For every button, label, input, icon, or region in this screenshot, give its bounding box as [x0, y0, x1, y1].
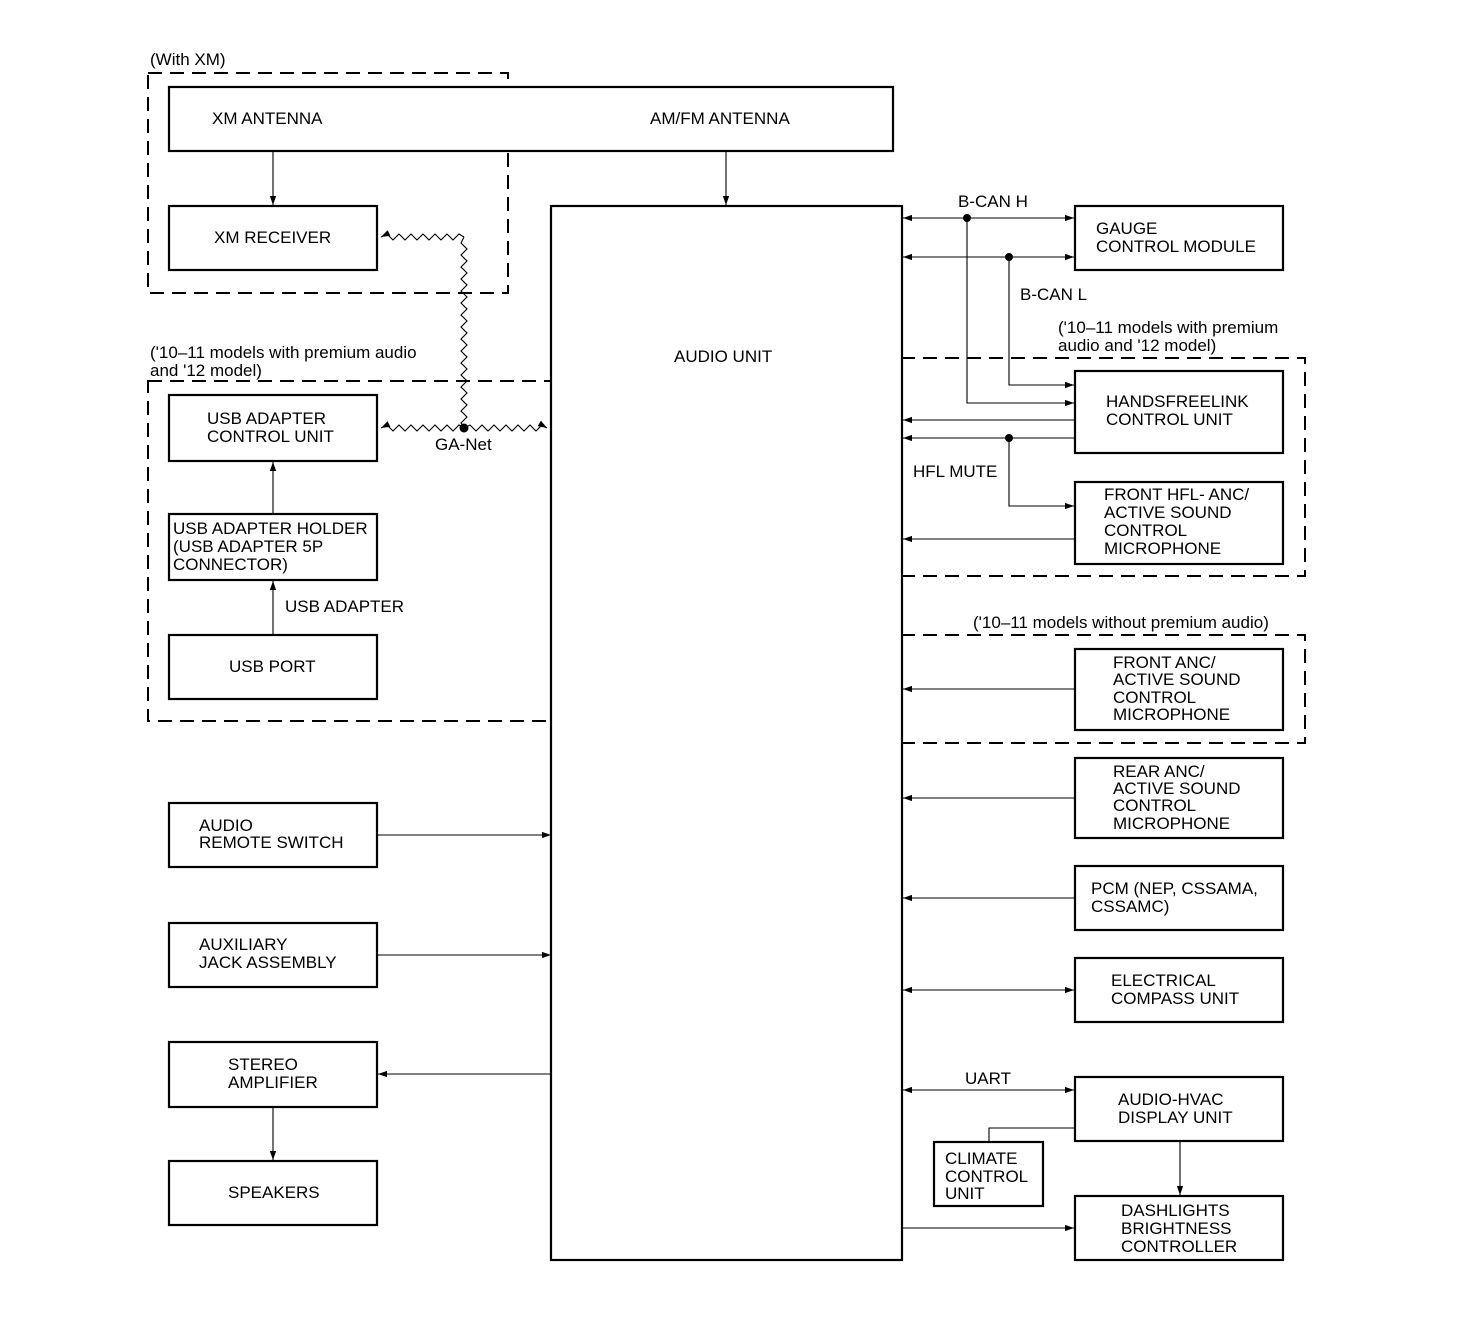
block-usb-adapter-holder: USB ADAPTER HOLDER (USB ADAPTER 5P CONNE…	[167, 512, 379, 582]
svg-text:COMPASS UNIT: COMPASS UNIT	[1111, 989, 1239, 1008]
block-climate-control-unit: CLIMATE CONTROL UNIT	[932, 1140, 1045, 1208]
svg-text:ACTIVE SOUND: ACTIVE SOUND	[1113, 670, 1241, 689]
block-gauge-control-module: GAUGE CONTROL MODULE	[1073, 204, 1285, 272]
block-audio-hvac-display-unit: AUDIO-HVAC DISPLAY UNIT	[1073, 1075, 1285, 1143]
region-label-premium-left-line2: and '12 model)	[150, 361, 262, 380]
svg-text:JACK ASSEMBLY: JACK ASSEMBLY	[199, 953, 337, 972]
svg-text:MICROPHONE: MICROPHONE	[1113, 705, 1230, 724]
signal-label-b-can-l: B-CAN L	[1020, 285, 1087, 304]
svg-text:CONTROL: CONTROL	[1113, 688, 1196, 707]
block-stereo-amplifier: STEREO AMPLIFIER	[167, 1040, 379, 1109]
svg-text:REAR ANC/: REAR ANC/	[1113, 762, 1205, 781]
svg-text:PCM (NEP, CSSAMA,: PCM (NEP, CSSAMA,	[1091, 879, 1258, 898]
block-electrical-compass-unit: ELECTRICAL COMPASS UNIT	[1073, 956, 1285, 1024]
svg-text:CONTROLLER: CONTROLLER	[1121, 1237, 1237, 1256]
svg-text:AUXILIARY: AUXILIARY	[199, 935, 288, 954]
svg-text:CSSAMC): CSSAMC)	[1091, 897, 1169, 916]
block-front-anc-microphone: FRONT ANC/ ACTIVE SOUND CONTROL MICROPHO…	[1073, 647, 1285, 732]
svg-text:CONTROL: CONTROL	[945, 1167, 1028, 1186]
svg-text:USB ADAPTER HOLDER: USB ADAPTER HOLDER	[173, 519, 368, 538]
block-dashlights-brightness-controller: DASHLIGHTS BRIGHTNESS CONTROLLER	[1073, 1194, 1285, 1262]
region-label-premium-left-line1: ('10–11 models with premium audio	[150, 343, 417, 362]
svg-text:BRIGHTNESS: BRIGHTNESS	[1121, 1219, 1232, 1238]
region-premium-audio-left: ('10–11 models with premium audio and '1…	[147, 343, 574, 722]
block-pcm: PCM (NEP, CSSAMA, CSSAMC)	[1073, 864, 1285, 932]
svg-text:SPEAKERS: SPEAKERS	[228, 1183, 320, 1202]
svg-text:AUDIO-HVAC: AUDIO-HVAC	[1118, 1090, 1223, 1109]
am-fm-antenna-label: AM/FM ANTENNA	[650, 109, 790, 128]
connections	[269, 152, 1184, 1232]
svg-text:USB PORT: USB PORT	[229, 657, 316, 676]
svg-text:FRONT ANC/: FRONT ANC/	[1113, 653, 1216, 672]
svg-text:CONTROL: CONTROL	[1113, 796, 1196, 815]
svg-text:CONTROL UNIT: CONTROL UNIT	[1106, 410, 1233, 429]
svg-text:AUDIO: AUDIO	[199, 816, 253, 835]
svg-text:DISPLAY UNIT: DISPLAY UNIT	[1118, 1108, 1233, 1127]
block-speakers: SPEAKERS	[167, 1159, 379, 1227]
signal-label-uart: UART	[965, 1069, 1011, 1088]
svg-text:ACTIVE SOUND: ACTIVE SOUND	[1104, 503, 1232, 522]
svg-text:MICROPHONE: MICROPHONE	[1104, 539, 1221, 558]
svg-text:(USB ADAPTER 5P: (USB ADAPTER 5P	[173, 537, 323, 556]
svg-text:CONTROL UNIT: CONTROL UNIT	[207, 427, 334, 446]
block-audio-remote-switch: AUDIO REMOTE SWITCH	[167, 801, 379, 869]
region-label-premium-right-line2: audio and '12 model)	[1058, 336, 1216, 355]
svg-text:DASHLIGHTS: DASHLIGHTS	[1121, 1201, 1230, 1220]
svg-text:REMOTE SWITCH: REMOTE SWITCH	[199, 833, 344, 852]
block-audio-unit: AUDIO UNIT	[549, 204, 904, 1262]
region-label-without-premium: ('10–11 models without premium audio)	[973, 613, 1269, 632]
svg-text:CONTROL: CONTROL	[1104, 521, 1187, 540]
signal-label-ga-net: GA-Net	[435, 435, 492, 454]
svg-text:STEREO: STEREO	[228, 1055, 298, 1074]
block-handsfreelink-control-unit: HANDSFREELINK CONTROL UNIT	[1073, 369, 1285, 455]
block-rear-anc-microphone: REAR ANC/ ACTIVE SOUND CONTROL MICROPHON…	[1073, 756, 1285, 840]
svg-text:CLIMATE: CLIMATE	[945, 1149, 1017, 1168]
block-xm-receiver: XM RECEIVER	[167, 204, 379, 272]
xm-antenna-label: XM ANTENNA	[212, 109, 323, 128]
block-usb-port: USB PORT	[167, 633, 379, 701]
region-label-with-xm: (With XM)	[150, 50, 226, 69]
svg-text:AMPLIFIER: AMPLIFIER	[228, 1073, 318, 1092]
signal-label-b-can-h: B-CAN H	[958, 192, 1028, 211]
svg-text:USB ADAPTER: USB ADAPTER	[207, 409, 326, 428]
block-usb-adapter-control-unit: USB ADAPTER CONTROL UNIT	[167, 393, 379, 463]
svg-text:UNIT: UNIT	[945, 1184, 985, 1203]
signal-label-hfl-mute: HFL MUTE	[913, 462, 997, 481]
region-label-premium-right-line1: ('10–11 models with premium	[1058, 318, 1278, 337]
block-auxiliary-jack-assembly: AUXILIARY JACK ASSEMBLY	[167, 921, 379, 989]
block-front-hfl-anc-microphone: FRONT HFL- ANC/ ACTIVE SOUND CONTROL MIC…	[1073, 480, 1285, 566]
svg-text:HANDSFREELINK: HANDSFREELINK	[1106, 392, 1249, 411]
svg-text:ELECTRICAL: ELECTRICAL	[1111, 971, 1216, 990]
region-with-xm: (With XM)	[147, 50, 509, 294]
svg-text:MICROPHONE: MICROPHONE	[1113, 814, 1230, 833]
svg-text:CONTROL MODULE: CONTROL MODULE	[1096, 237, 1256, 256]
svg-text:AUDIO UNIT: AUDIO UNIT	[674, 347, 772, 366]
block-antennas: XM ANTENNA AM/FM ANTENNA	[167, 85, 895, 153]
svg-text:ACTIVE SOUND: ACTIVE SOUND	[1113, 779, 1241, 798]
svg-text:FRONT HFL- ANC/: FRONT HFL- ANC/	[1104, 485, 1249, 504]
svg-text:XM RECEIVER: XM RECEIVER	[214, 228, 331, 247]
signal-label-usb-adapter: USB ADAPTER	[285, 597, 404, 616]
svg-text:GAUGE: GAUGE	[1096, 219, 1157, 238]
svg-text:CONNECTOR): CONNECTOR)	[173, 555, 288, 574]
